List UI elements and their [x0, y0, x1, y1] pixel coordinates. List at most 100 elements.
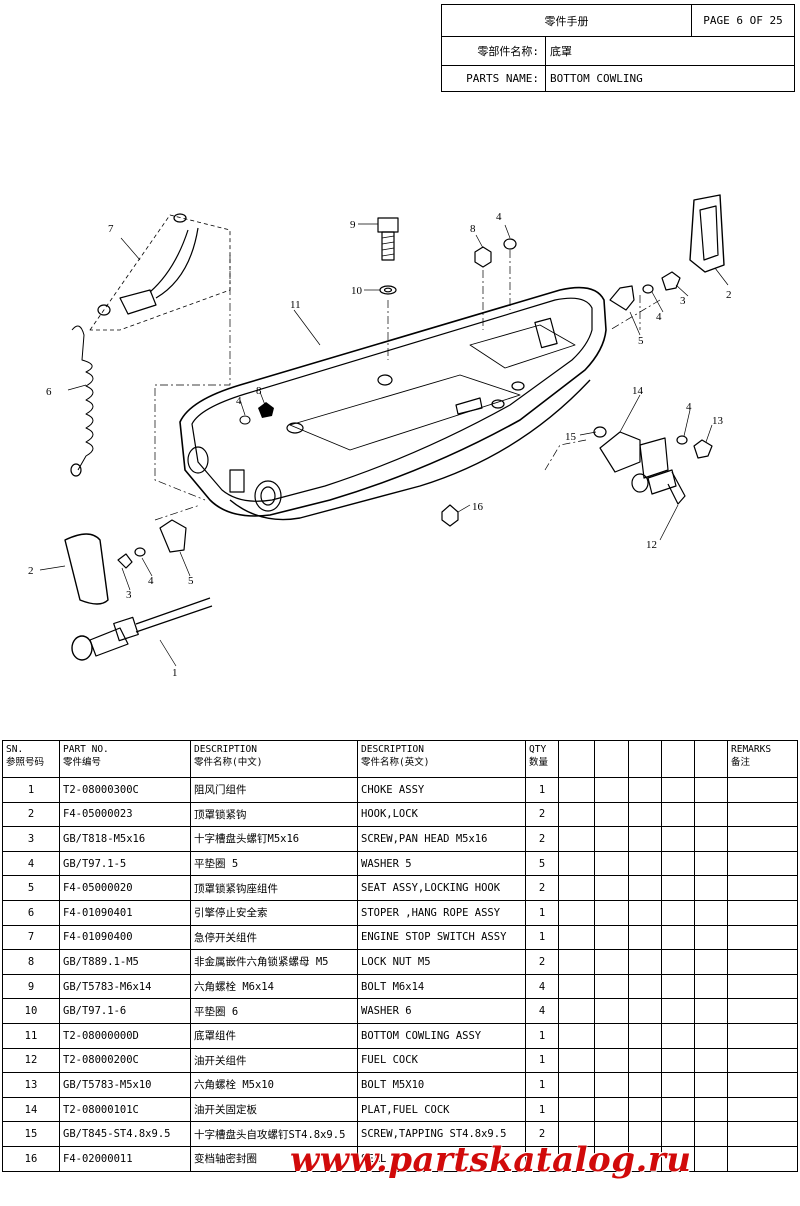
cell-sn: 15	[2, 1121, 60, 1147]
cell-blank	[628, 924, 662, 951]
cell-blank	[694, 998, 728, 1024]
cell-blank	[661, 777, 695, 803]
cell-description-en: SCREW,PAN HEAD M5x16	[357, 826, 526, 852]
cell-description-en: BOTTOM COWLING ASSY	[357, 1022, 526, 1049]
callout-number: 4	[236, 395, 242, 407]
cell-blank	[594, 1047, 629, 1074]
cell-description-en: HOOK,LOCK	[357, 801, 526, 828]
cell-part-no: GB/T845-ST4.8x9.5	[59, 1121, 191, 1147]
callout-number: 4	[148, 575, 154, 587]
cell-sn: 4	[2, 850, 60, 877]
cell-blank	[628, 1145, 662, 1172]
cell-blank	[628, 1072, 662, 1098]
cell-blank	[558, 1072, 595, 1098]
cell-blank	[694, 801, 728, 828]
cell-blank	[558, 924, 595, 951]
cell-description-en: BOLT M5X10	[357, 1072, 526, 1098]
cell-remarks	[727, 850, 798, 877]
callout-number: 12	[646, 539, 657, 551]
header-blank	[694, 740, 728, 778]
cell-part-no: GB/T818-M5x16	[59, 826, 191, 852]
cell-sn: 2	[2, 801, 60, 828]
cell-description-cn: 十字槽盘头螺钉M5x16	[190, 826, 358, 852]
callout-number: 8	[470, 223, 476, 235]
cell-part-no: F4-02000011	[59, 1145, 191, 1172]
cell-blank	[661, 1121, 695, 1147]
cell-blank	[661, 924, 695, 951]
cell-blank	[694, 1145, 728, 1172]
cell-description-cn: 平垫圈 5	[190, 850, 358, 877]
cell-qty: 2	[525, 801, 559, 828]
cell-blank	[558, 1022, 595, 1049]
callout-number: 4	[496, 211, 502, 223]
cell-description-cn: 六角螺栓 M6x14	[190, 973, 358, 1000]
cell-sn: 13	[2, 1072, 60, 1098]
cell-blank	[661, 973, 695, 1000]
cell-blank	[694, 899, 728, 926]
cell-remarks	[727, 1145, 798, 1172]
cell-blank	[558, 777, 595, 803]
cell-sn: 1	[2, 777, 60, 803]
title-block: 零件手册 PAGE 6 OF 25 零部件名称: 底罩 PARTS NAME: …	[441, 4, 795, 92]
cell-blank	[694, 973, 728, 1000]
cell-blank	[628, 1096, 662, 1123]
cell-part-no: GB/T5783-M5x10	[59, 1072, 191, 1098]
cell-blank	[628, 850, 662, 877]
cell-qty: 1	[525, 1022, 559, 1049]
cell-blank	[628, 875, 662, 901]
cell-blank	[558, 850, 595, 877]
cell-blank	[558, 1096, 595, 1123]
cell-remarks	[727, 801, 798, 828]
cell-sn: 3	[2, 826, 60, 852]
cell-blank	[558, 998, 595, 1024]
cell-remarks	[727, 777, 798, 803]
cell-blank	[694, 1096, 728, 1123]
cell-blank	[558, 826, 595, 852]
cell-sn: 5	[2, 875, 60, 901]
cell-blank	[594, 826, 629, 852]
callout-number: 3	[680, 295, 686, 307]
header-blank	[594, 740, 629, 778]
parts-name-label-en: PARTS NAME:	[442, 65, 546, 92]
callout-number: 4	[686, 401, 692, 413]
cell-remarks	[727, 1047, 798, 1074]
cell-description-cn: 六角螺栓 M5x10	[190, 1072, 358, 1098]
callout-number: 11	[290, 299, 301, 311]
cell-blank	[694, 924, 728, 951]
cell-qty	[525, 1145, 559, 1172]
cell-description-en: LOCK NUT M5	[357, 949, 526, 975]
cell-part-no: T2-08000300C	[59, 777, 191, 803]
cell-blank	[661, 1072, 695, 1098]
cell-sn: 8	[2, 949, 60, 975]
cell-blank	[594, 1145, 629, 1172]
cell-description-en: WASHER 6	[357, 998, 526, 1024]
callout-number: 2	[28, 565, 34, 577]
cell-remarks	[727, 924, 798, 951]
cell-remarks	[727, 998, 798, 1024]
cell-qty: 1	[525, 1047, 559, 1074]
cell-blank	[594, 1022, 629, 1049]
cell-blank	[594, 850, 629, 877]
cell-description-cn: 非金属嵌件六角锁紧螺母 M5	[190, 949, 358, 975]
cell-description-en: CHOKE ASSY	[357, 777, 526, 803]
cell-sn: 10	[2, 998, 60, 1024]
cell-description-en: SEAT ASSY,LOCKING HOOK	[357, 875, 526, 901]
callout-number: 10	[351, 285, 363, 297]
cell-description-cn: 阻风门组件	[190, 777, 358, 803]
cell-blank	[594, 1072, 629, 1098]
cell-remarks	[727, 1072, 798, 1098]
cell-blank	[628, 973, 662, 1000]
callout-number: 8	[256, 385, 262, 397]
cell-blank	[628, 1047, 662, 1074]
cell-blank	[661, 949, 695, 975]
header-blank	[558, 740, 595, 778]
cell-blank	[694, 875, 728, 901]
